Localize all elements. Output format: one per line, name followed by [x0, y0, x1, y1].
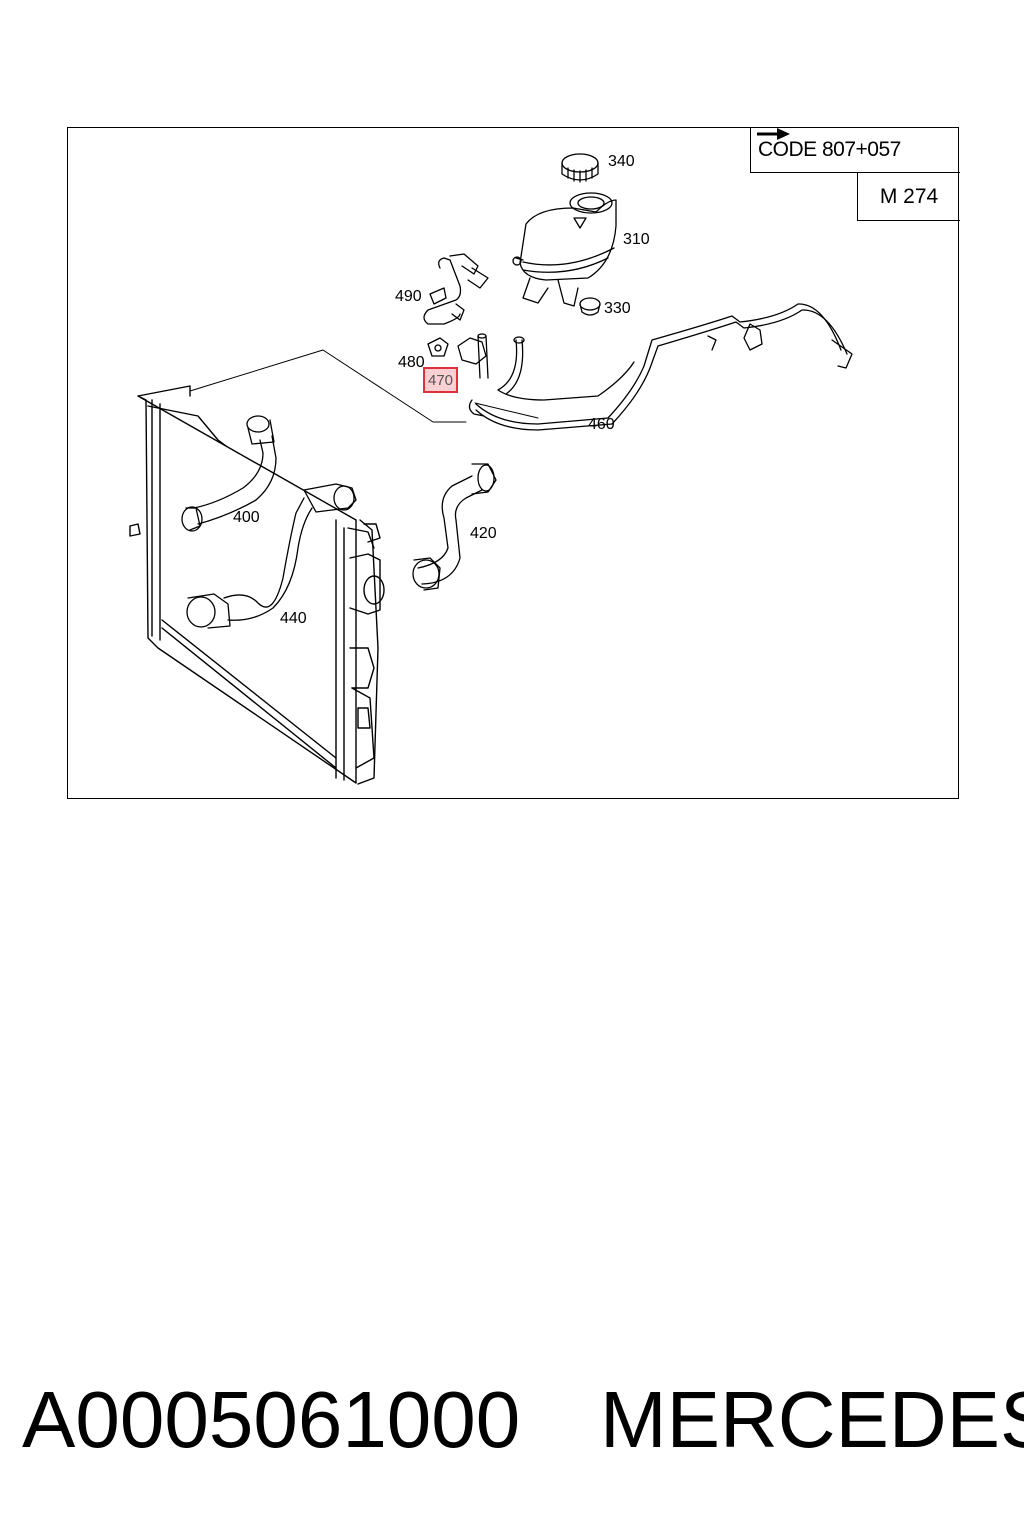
- expansion-tank-310: [512, 192, 617, 307]
- engine-label: M 274: [879, 184, 939, 208]
- callout-420: 420: [470, 525, 497, 542]
- callout-460: 460: [588, 416, 615, 433]
- callout-400: 400: [233, 509, 260, 526]
- hose-400: [181, 415, 277, 532]
- footer: A0005061000 MERCEDES: [22, 1372, 1024, 1468]
- arrow-right-icon: [757, 128, 790, 140]
- callout-340: 340: [608, 153, 635, 170]
- connector-470: [457, 333, 489, 379]
- code-label-box: CODE 807+057: [750, 127, 960, 173]
- callout-490: 490: [395, 288, 422, 305]
- plug-330: [579, 297, 601, 316]
- diagram-drawing: [129, 153, 853, 785]
- radiator: [129, 385, 385, 785]
- parts-diagram: CODE 807+057 M 274 340 310 330 490 480 4…: [67, 127, 960, 799]
- code-label: CODE 807+057: [758, 137, 901, 161]
- engine-label-box: M 274: [857, 173, 960, 221]
- brand-name: MERCEDES: [600, 1375, 1024, 1464]
- part-number: A0005061000: [22, 1375, 521, 1464]
- callout-310: 310: [623, 231, 650, 248]
- leader-lines: [189, 349, 539, 423]
- hose-420: [412, 463, 497, 591]
- callout-330: 330: [604, 300, 631, 317]
- coolant-line-460: [468, 303, 853, 431]
- callout-470-highlight[interactable]: 470: [423, 367, 458, 393]
- tank-cap-340: [561, 153, 599, 183]
- callout-470: 470: [427, 371, 454, 389]
- callout-440: 440: [280, 610, 307, 627]
- callout-480: 480: [398, 354, 425, 371]
- hose-490: [423, 253, 489, 325]
- fitting-480: [427, 337, 449, 357]
- hose-440: [186, 483, 357, 629]
